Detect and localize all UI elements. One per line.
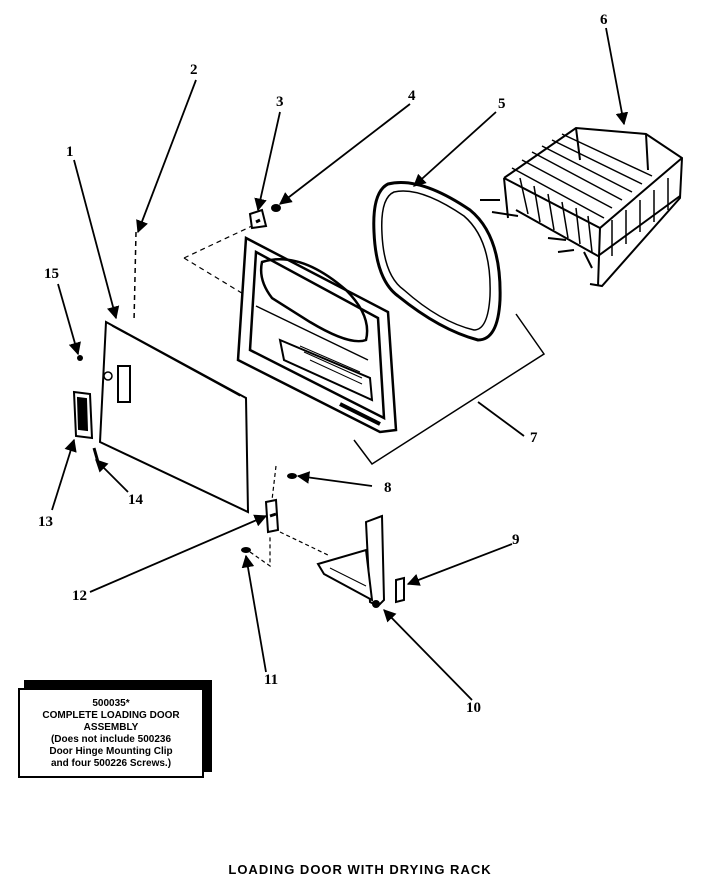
hinge-screw-11-part: [241, 536, 271, 568]
diagram-caption: LOADING DOOR WITH DRYING RACK: [228, 862, 492, 877]
hinge-bracket-10-part: [316, 514, 386, 608]
note-line-6: and four 500226 Screws.): [50, 758, 172, 769]
callout-10: 10: [466, 700, 481, 716]
callout-14: 14: [128, 492, 144, 508]
door-gasket-part: [372, 180, 502, 342]
door-alignment-line: [133, 231, 137, 323]
callout-7: 7: [530, 430, 538, 446]
callout-2: 2: [190, 62, 198, 78]
hinge-screw-8-part: [267, 465, 297, 507]
callout-3: 3: [276, 94, 284, 110]
note-line-2: COMPLETE LOADING DOOR: [42, 710, 180, 721]
door-hinge-12-part: [264, 498, 280, 534]
door-panel-part: [98, 320, 250, 514]
callout-15: 15: [44, 266, 59, 282]
note-line-4: (Does not include 500236: [50, 734, 172, 745]
hinge-clip-9-part: [395, 576, 405, 604]
screw-14-part: [92, 447, 100, 463]
assembly-note-box: 500035* COMPLETE LOADING DOOR ASSEMBLY (…: [18, 688, 204, 778]
door-handle-part: [72, 390, 94, 440]
note-line-1: 500035*: [92, 698, 130, 709]
callout-8: 8: [384, 480, 392, 496]
callout-11: 11: [264, 672, 278, 688]
door-clip-part: [248, 208, 268, 230]
screw-15-part: [77, 355, 83, 361]
assembly-bracket-7: [353, 313, 546, 466]
leader-arrows: [51, 27, 629, 701]
callout-4: 4: [408, 88, 416, 104]
clip-screw-part: [271, 204, 281, 212]
callout-12: 12: [72, 588, 87, 604]
callout-5: 5: [498, 96, 506, 112]
callout-9: 9: [512, 532, 520, 548]
drying-rack-part: [480, 126, 684, 288]
callout-6: 6: [600, 12, 608, 28]
note-line-5: Door Hinge Mounting Clip: [49, 746, 173, 757]
note-line-3: ASSEMBLY: [83, 722, 139, 733]
inner-door-frame-part: [236, 236, 398, 434]
callout-13: 13: [38, 514, 53, 530]
callout-1: 1: [66, 144, 74, 160]
